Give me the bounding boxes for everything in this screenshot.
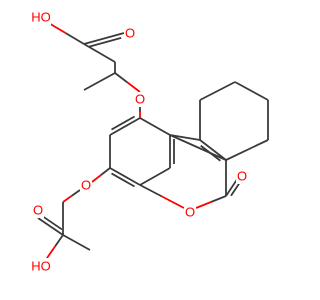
top-ether-bond-a-c-half bbox=[114, 72, 129, 84]
top-methyl-bond bbox=[83, 72, 116, 91]
aromatic-bond-3 bbox=[109, 167, 141, 186]
top-ether-oxygen: O bbox=[134, 92, 146, 107]
bottom-acid-carbonyl-bond-1 bbox=[37, 217, 64, 236]
top-acid-c-ch-bond bbox=[83, 43, 116, 63]
ring-oxygen-bond-a-o-half bbox=[161, 195, 185, 209]
lactone-carbonyl-oxygen-label: O bbox=[237, 169, 247, 184]
aromatic-bond-1 bbox=[109, 117, 141, 136]
top-acid-carbonyl-oxygen-label: O bbox=[125, 26, 135, 41]
bottom-acid-hydroxyl-bond-o-half bbox=[46, 245, 56, 259]
bottom-acid-carbonyl-oxygen-label: O bbox=[33, 203, 43, 218]
top-ether-bond-a-o-half bbox=[126, 81, 141, 93]
lower-ether-oxygen: O bbox=[80, 178, 92, 193]
top-acid-carbonyl-oxygen: O bbox=[124, 26, 136, 41]
lactone-carbonyl-bond-2 bbox=[230, 182, 241, 197]
bottom-acid-hydroxyl-bond-c-half bbox=[54, 234, 64, 248]
molecule-canvas: HO O O O O O O bbox=[31, 9, 269, 274]
structure-diagram: HO O O O O O O bbox=[31, 9, 269, 274]
bottom-acid-hydroxyl-label: HO bbox=[31, 259, 51, 274]
ring-b-double bbox=[200, 144, 221, 162]
aromatic-double-2 bbox=[111, 172, 135, 188]
lower-ether-bond-b-c-half bbox=[70, 189, 81, 197]
bottom-acid-hydroxyl: HO bbox=[31, 258, 51, 274]
top-acid-hydroxyl: HO bbox=[31, 9, 51, 25]
lactone-carbonyl-oxygen: O bbox=[236, 169, 248, 184]
bond-layer bbox=[37, 21, 269, 259]
ring-oxygen-bond-b-c-half bbox=[210, 195, 227, 203]
cyclo-bond-2 bbox=[199, 81, 236, 101]
top-acid-carbonyl-bond-2 bbox=[88, 37, 122, 48]
biaryl-bond bbox=[169, 134, 227, 161]
atom-label-layer: HO O O O O O O bbox=[31, 9, 248, 274]
top-acid-carbonyl-bond-1 bbox=[83, 32, 125, 45]
bottom-acid-carbonyl-oxygen: O bbox=[32, 203, 44, 218]
cyclo-bond-5 bbox=[225, 139, 269, 161]
ring-b-bond-2 bbox=[169, 134, 201, 141]
ring-oxygen-label: O bbox=[185, 205, 195, 220]
cyclo-bond-3 bbox=[234, 81, 269, 101]
ring-oxygen-bond-b-o-half bbox=[195, 201, 212, 209]
top-acid-hydroxyl-label: HO bbox=[31, 10, 51, 25]
bottom-acid-carbonyl-bond-2 bbox=[43, 216, 63, 231]
top-acid-hydroxyl-bond-c-half bbox=[65, 32, 85, 45]
aromatic-double-1 bbox=[111, 115, 135, 131]
bottom-methyl-bond bbox=[62, 234, 91, 251]
lower-ether-bond-a-o-half bbox=[91, 174, 102, 183]
aromatic-bond-6 bbox=[139, 117, 171, 136]
top-ether-oxygen-label: O bbox=[135, 92, 145, 107]
lower-ether-bond-b-o-half bbox=[62, 195, 73, 203]
aromatic-bond-4 bbox=[139, 167, 171, 186]
lower-ether-bond-a-c-half bbox=[100, 167, 111, 176]
ring-oxygen-bond-a-c-half bbox=[139, 184, 163, 198]
lower-ether-oxygen-label: O bbox=[81, 178, 91, 193]
ring-oxygen: O bbox=[184, 205, 196, 220]
ring-b-bond bbox=[199, 139, 227, 161]
